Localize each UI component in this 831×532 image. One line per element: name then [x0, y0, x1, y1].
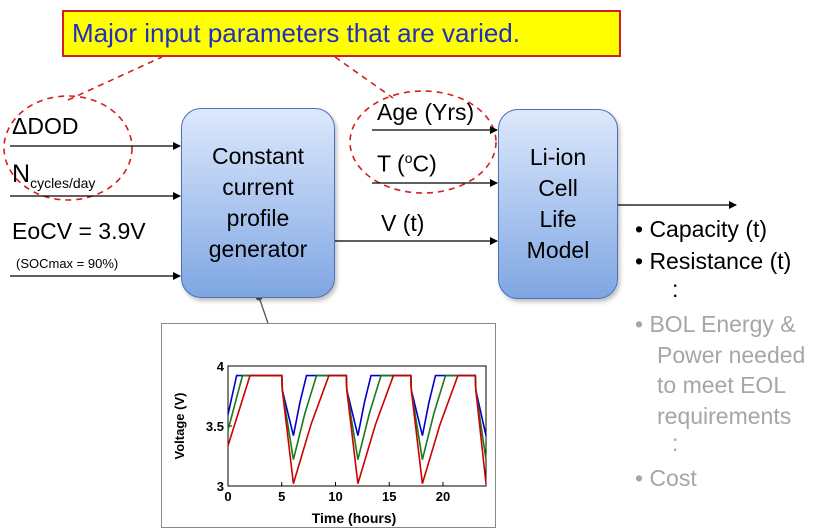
- series-line-3: [227, 374, 487, 484]
- label-socmax: (SOCmax = 90%): [16, 256, 119, 271]
- label-ncycles: Ncycles/day: [12, 160, 96, 191]
- voltage-chart: Voltage (V) Time (hours) 0 5 10 15 20 3 3.5 4: [172, 359, 487, 526]
- model-line-4: Model: [526, 237, 590, 263]
- output-cost: • Cost: [635, 465, 697, 491]
- x-tick-label: 20: [436, 489, 450, 504]
- model-line-3: Life: [539, 206, 577, 232]
- output-bol-1: • BOL Energy &: [635, 311, 796, 337]
- y-axis-label: Voltage (V): [172, 393, 187, 460]
- output-capacity: • Capacity (t): [635, 216, 768, 242]
- plot-area: [227, 365, 487, 487]
- output-bol-3: to meet EOL: [657, 372, 787, 398]
- y-tick-label: 3: [217, 479, 224, 494]
- model-line-1: Li-ion: [529, 144, 587, 170]
- label-age: Age (Yrs): [377, 99, 475, 125]
- y-axis-label-group: Voltage (V): [172, 393, 187, 460]
- output-bol-4: requirements: [657, 403, 792, 429]
- generator-line-3: profile: [226, 205, 290, 231]
- label-ddod: ΔDOD: [12, 113, 79, 139]
- y-tick-label: 3.5: [206, 419, 224, 434]
- generator-box: Constant current profile generator: [181, 108, 335, 298]
- ticks-group: 0 5 10 15 20 3 3.5 4: [206, 359, 450, 504]
- generator-line-4: generator: [208, 236, 308, 262]
- x-axis-label: Time (hours): [312, 510, 397, 526]
- label-temp-prefix: T (: [377, 150, 405, 177]
- output-bol-2: Power needed: [657, 342, 806, 368]
- model-line-2: Cell: [538, 175, 578, 201]
- x-tick-label: 10: [328, 489, 342, 504]
- output-dots-2: :: [672, 430, 679, 456]
- label-ncycles-main: N: [12, 160, 31, 188]
- generator-line-2: current: [222, 174, 294, 200]
- voltage-chart-frame: Voltage (V) Time (hours) 0 5 10 15 20 3 3.5 4: [161, 323, 496, 528]
- generator-line-1: Constant: [211, 143, 305, 169]
- callout-text: Major input parameters that are varied.: [72, 18, 520, 48]
- model-box: Li-ion Cell Life Model: [498, 109, 618, 299]
- series-group: [227, 374, 487, 484]
- leader-left: [67, 56, 163, 101]
- x-tick-label: 15: [382, 489, 396, 504]
- callout-box: Major input parameters that are varied.: [62, 10, 621, 57]
- output-dots-1: :: [672, 276, 679, 302]
- label-temp-sup: o: [404, 150, 413, 166]
- label-temp-suffix: C): [412, 150, 437, 177]
- x-tick-label: 5: [278, 489, 285, 504]
- x-tick-label: 0: [224, 489, 231, 504]
- ellipse-left: [3, 95, 133, 201]
- label-voltage: V (t): [381, 210, 425, 236]
- output-resistance: • Resistance (t): [635, 248, 792, 274]
- y-tick-label: 4: [217, 359, 225, 374]
- ellipse-right: [349, 90, 497, 194]
- label-temp: T (oC): [377, 150, 437, 178]
- label-eocv: EoCV = 3.9V: [12, 218, 146, 244]
- leader-right: [334, 56, 394, 99]
- label-ncycles-sub: cycles/day: [30, 175, 96, 191]
